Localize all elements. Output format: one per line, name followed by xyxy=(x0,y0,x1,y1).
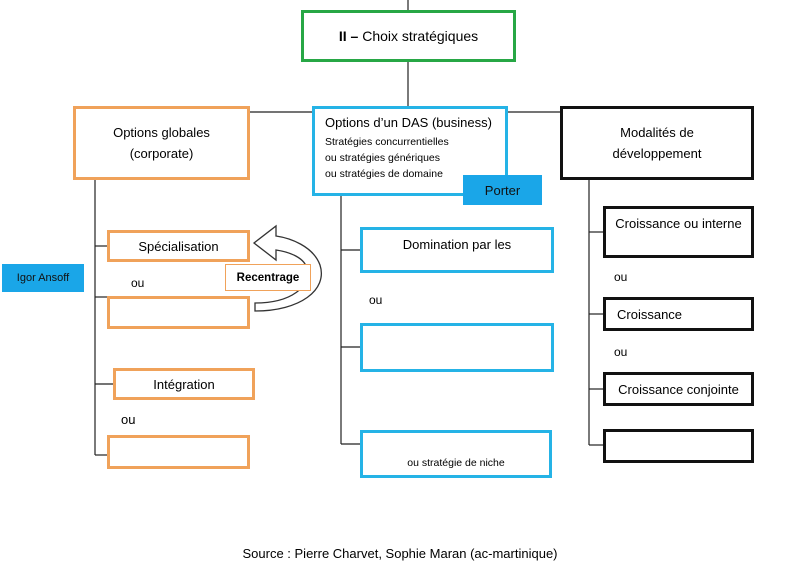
business-item-label: ou stratégie de niche xyxy=(407,457,505,469)
title-prefix: II – xyxy=(338,28,359,44)
business-connector-ou: ou xyxy=(369,293,383,307)
corporate-connector-ou: ou xyxy=(131,276,145,290)
corporate-item-label: Intégration xyxy=(153,376,215,392)
business-item-domination: Domination par les xyxy=(360,227,554,273)
business-header-label: Options d’un DAS (business) xyxy=(325,115,492,130)
source-caption: Source : Pierre Charvet, Sophie Maran (a… xyxy=(242,546,558,561)
corporate-item-empty-1 xyxy=(107,296,250,329)
porter-tag: Porter xyxy=(463,175,542,205)
development-header: Modalités de développement xyxy=(560,106,754,180)
corporate-item-integration: Intégration xyxy=(113,368,255,400)
corporate-item-specialisation: Spécialisation xyxy=(107,230,250,262)
igor-ansoff-label: Igor Ansoff xyxy=(16,272,70,284)
business-subtitle-3: ou stratégies de domaine xyxy=(325,168,443,180)
business-subtitle-2: ou stratégies génériques xyxy=(325,152,440,164)
recentrage-label-box: Recentrage xyxy=(225,264,311,291)
corporate-header-label: Options globales (corporate) xyxy=(113,125,210,161)
development-item-label: Croissance xyxy=(617,306,683,322)
development-item-empty xyxy=(603,429,754,463)
corporate-item-empty-2 xyxy=(107,435,250,469)
development-item-croissance: Croissance xyxy=(603,297,754,331)
development-connector-ou: ou xyxy=(614,270,628,284)
development-item-label: Croissance conjointe xyxy=(618,381,739,397)
corporate-header: Options globales (corporate) xyxy=(73,106,250,180)
title-text: Choix stratégiques xyxy=(358,28,479,44)
porter-tag-label: Porter xyxy=(484,182,521,198)
business-item-empty xyxy=(360,323,554,372)
business-item-label: Domination par les xyxy=(402,237,512,252)
business-subtitle-1: Stratégies concurrentielles xyxy=(325,136,449,148)
development-item-label: Croissance ou interne xyxy=(615,216,742,231)
title-box: II – Choix stratégiques xyxy=(301,10,516,62)
corporate-item-label: Spécialisation xyxy=(138,238,219,254)
development-item-interne: Croissance ou interne xyxy=(603,206,754,258)
development-header-label: Modalités de développement xyxy=(612,125,702,161)
corporate-connector-ou: ou xyxy=(121,412,136,427)
development-connector-ou: ou xyxy=(614,345,628,359)
recentrage-label: Recentrage xyxy=(236,271,300,284)
development-item-conjointe: Croissance conjointe xyxy=(603,372,754,406)
business-item-niche: ou stratégie de niche xyxy=(360,430,552,478)
igor-ansoff-tag: Igor Ansoff xyxy=(2,264,84,292)
